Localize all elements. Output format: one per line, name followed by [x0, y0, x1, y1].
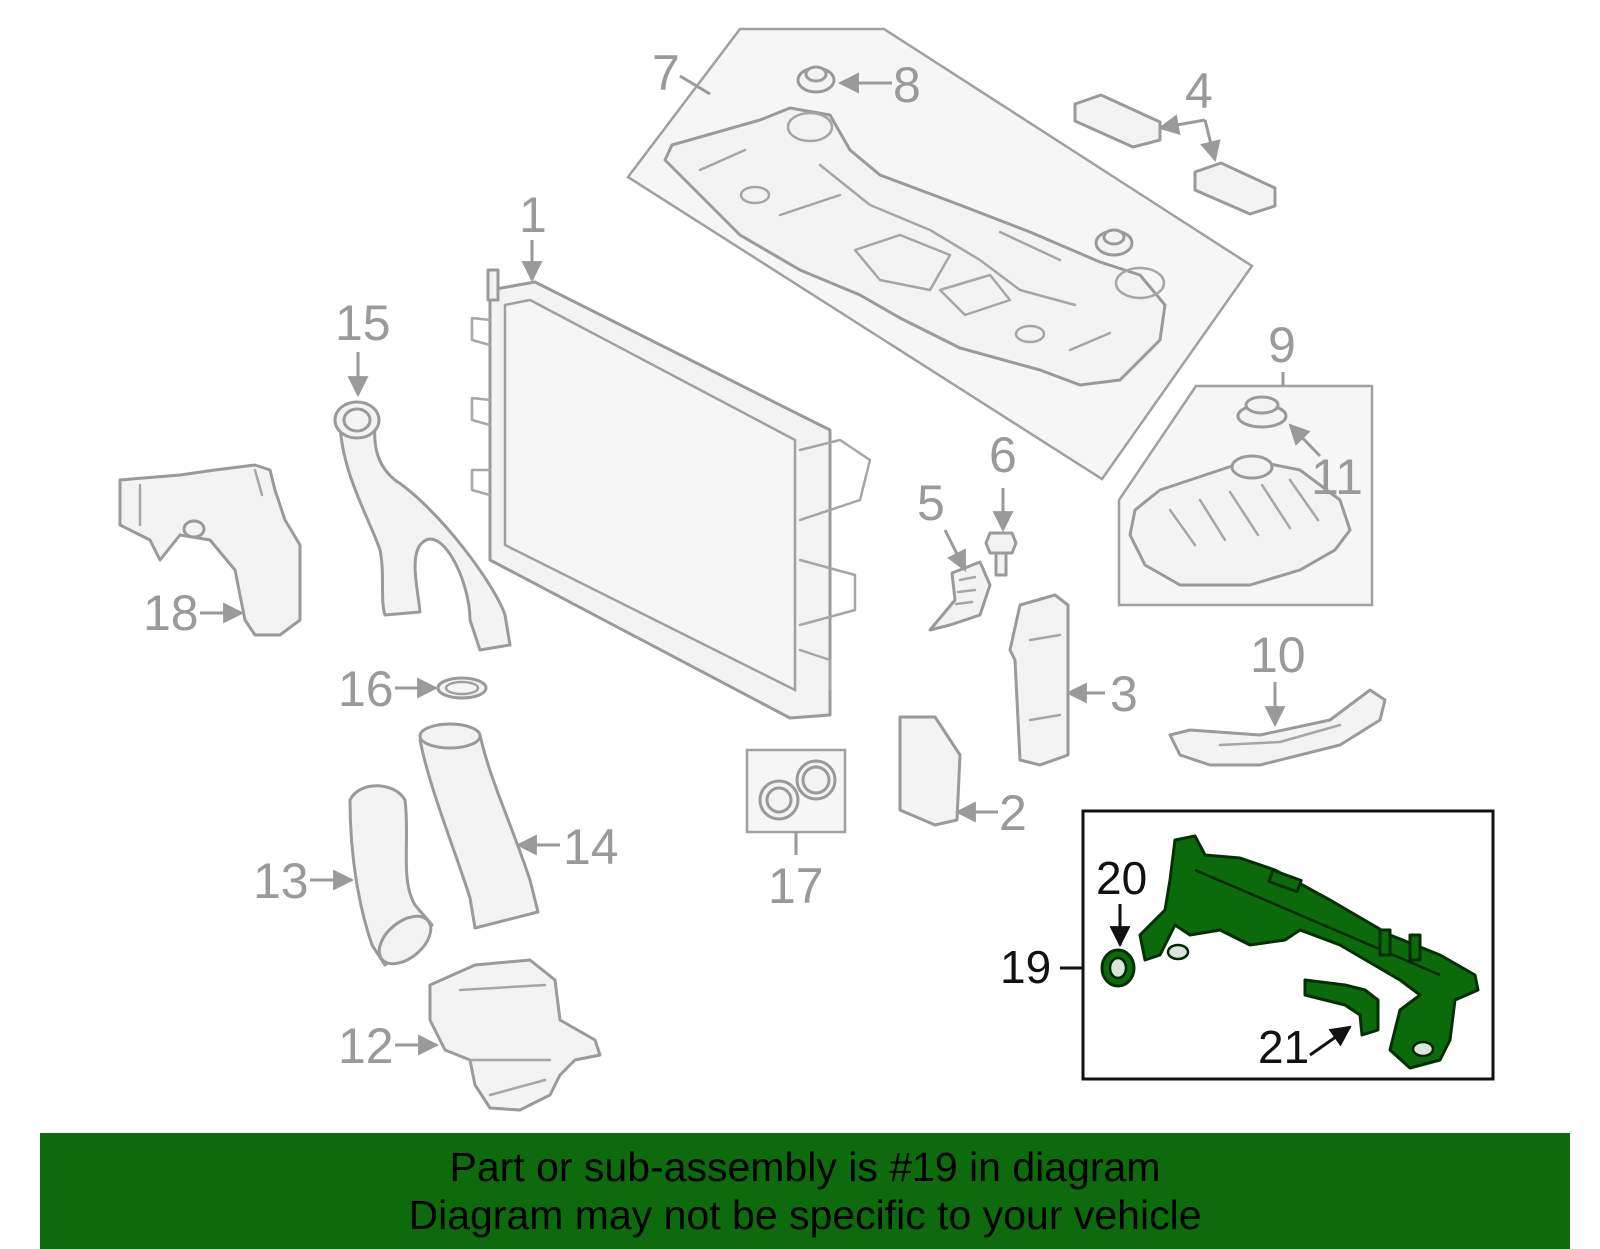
- callout-21: 21: [1258, 1021, 1352, 1073]
- part-13-hose[interactable]: [348, 784, 440, 973]
- part-16-o-ring[interactable]: [436, 676, 488, 700]
- callout-11: 11: [1288, 423, 1363, 505]
- callout-7: 7: [652, 45, 711, 101]
- callout-2: 2: [954, 785, 1027, 841]
- part-3-air-guide[interactable]: [1008, 593, 1070, 767]
- callout-8: 8: [837, 57, 921, 113]
- callout-19: 19: [1000, 941, 1083, 993]
- part-21-sensor[interactable]: [1303, 978, 1380, 1037]
- callout-20: 20: [1096, 852, 1147, 948]
- part-8-grommet[interactable]: [796, 65, 1134, 257]
- part-11-reservoir-cap[interactable]: [1236, 395, 1288, 429]
- callout-6: 6: [989, 427, 1017, 533]
- callout-12: 12: [338, 1018, 440, 1074]
- part-6-bolt[interactable]: [984, 531, 1018, 577]
- svg-text:3: 3: [1110, 666, 1138, 722]
- svg-text:15: 15: [335, 295, 391, 351]
- callout-5: 5: [917, 475, 967, 572]
- callout-3: 3: [1065, 666, 1138, 722]
- callout-1: 1: [519, 187, 547, 283]
- callout-15: 15: [335, 295, 391, 398]
- part-15-hose[interactable]: [333, 400, 512, 652]
- svg-text:5: 5: [917, 475, 945, 531]
- part-10-bracket[interactable]: [1168, 688, 1387, 767]
- part-5-bracket[interactable]: [928, 560, 992, 632]
- svg-text:20: 20: [1096, 852, 1147, 904]
- svg-text:16: 16: [338, 661, 394, 717]
- callout-9: 9: [1268, 317, 1296, 386]
- part-notice-banner: Part or sub-assembly is #19 in diagram D…: [40, 1133, 1570, 1249]
- svg-text:12: 12: [338, 1018, 394, 1074]
- part-4-pads[interactable]: [1073, 93, 1277, 216]
- banner-line-part-number: Part or sub-assembly is #19 in diagram: [449, 1144, 1161, 1190]
- svg-text:13: 13: [253, 853, 309, 909]
- callout-16: 16: [338, 661, 439, 717]
- svg-text:21: 21: [1258, 1021, 1309, 1073]
- svg-text:18: 18: [143, 585, 199, 641]
- svg-text:17: 17: [768, 858, 824, 914]
- part-18-pipe[interactable]: [118, 463, 302, 637]
- svg-text:6: 6: [989, 427, 1017, 483]
- callout-14: 14: [515, 819, 619, 875]
- part-1-radiator[interactable]: [470, 268, 872, 720]
- callout-18: 18: [143, 585, 245, 641]
- svg-text:11: 11: [1311, 449, 1363, 505]
- callout-13: 13: [253, 853, 355, 909]
- svg-text:2: 2: [999, 785, 1027, 841]
- callout-4: 4: [1157, 63, 1221, 163]
- part-14-hose[interactable]: [418, 722, 540, 930]
- svg-text:1: 1: [519, 187, 547, 243]
- callout-17: 17: [768, 832, 824, 914]
- svg-text:10: 10: [1250, 627, 1306, 683]
- svg-text:9: 9: [1268, 317, 1296, 373]
- callout-10: 10: [1250, 627, 1306, 728]
- svg-text:4: 4: [1185, 63, 1213, 119]
- part-17-seal-kit[interactable]: [745, 748, 847, 834]
- svg-text:7: 7: [652, 45, 680, 101]
- svg-text:19: 19: [1000, 941, 1051, 993]
- banner-line-disclaimer: Diagram may not be specific to your vehi…: [408, 1192, 1202, 1238]
- svg-text:14: 14: [563, 819, 619, 875]
- svg-text:8: 8: [893, 57, 921, 113]
- part-20-seal[interactable]: [1100, 948, 1136, 988]
- part-19-coolant-pipe-assembly[interactable]: [1081, 809, 1495, 1081]
- part-12-housing[interactable]: [428, 958, 602, 1112]
- part-7-splash-shield[interactable]: [626, 27, 1254, 481]
- part-2-air-guide[interactable]: [898, 715, 962, 827]
